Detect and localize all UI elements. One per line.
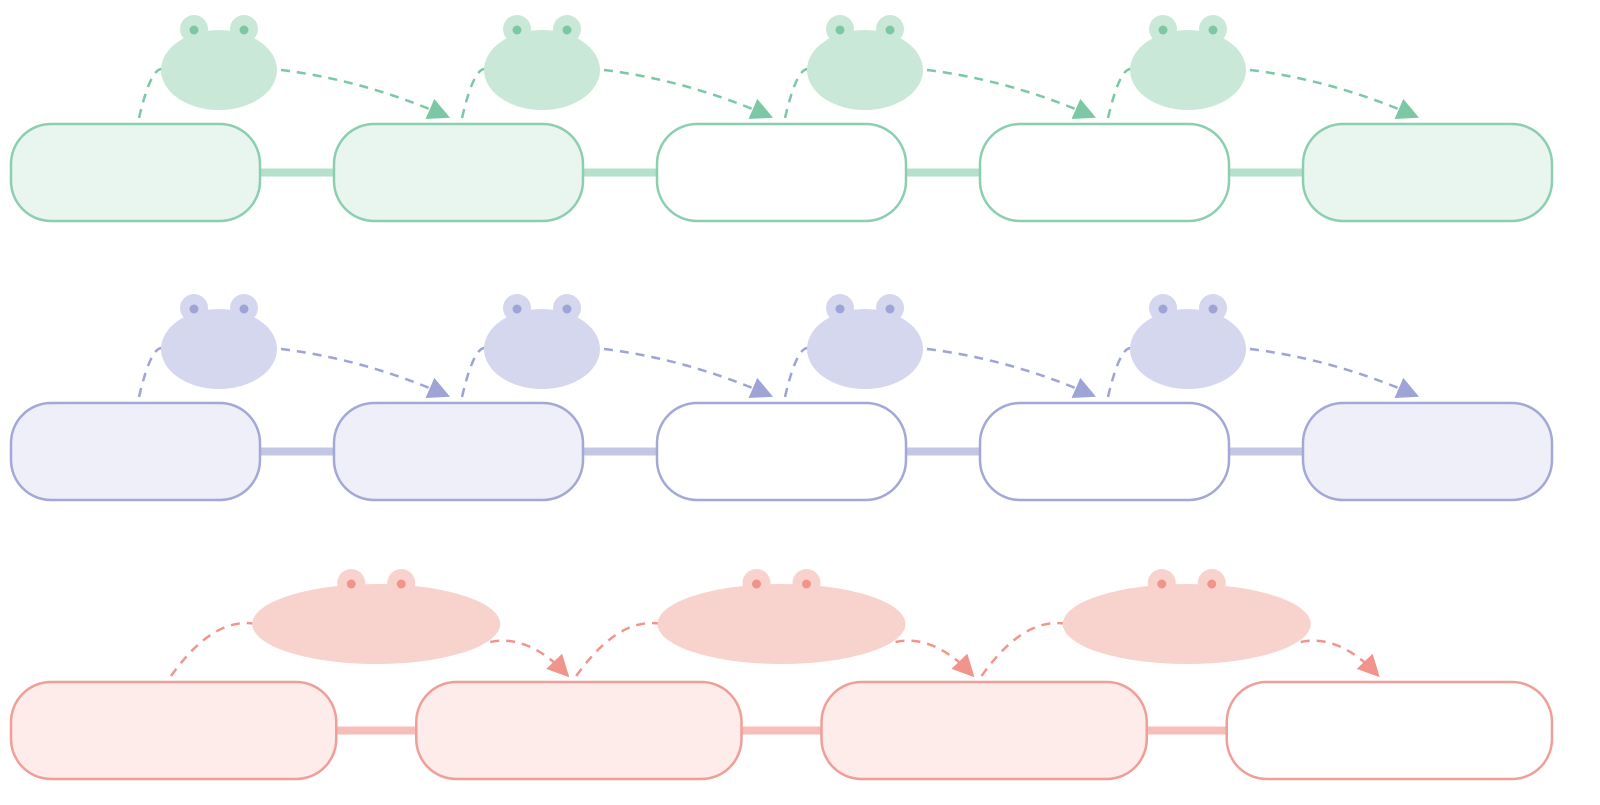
frog-body xyxy=(161,309,277,389)
frog-icon xyxy=(1106,294,1420,399)
frog-body xyxy=(1130,30,1246,110)
lily-pad-box xyxy=(1225,680,1554,781)
jump-path-arrow xyxy=(1249,347,1420,399)
frog-body xyxy=(161,30,277,110)
jump-path-start xyxy=(1106,346,1135,398)
lily-pad-box xyxy=(978,401,1231,502)
lily-pad-box xyxy=(820,680,1148,781)
frog-icon xyxy=(169,569,570,678)
frog-icon xyxy=(575,569,975,678)
lily-pad-box xyxy=(415,680,743,781)
row-green xyxy=(9,15,1554,223)
frog-icon xyxy=(783,294,1097,399)
frog-pupil xyxy=(346,579,356,589)
frog-body xyxy=(807,309,923,389)
jump-path-start xyxy=(460,67,489,119)
jump-path-arrow xyxy=(603,68,774,120)
lily-pad-box xyxy=(1301,401,1554,502)
jump-path-arrow xyxy=(1300,639,1380,678)
jump-path-start xyxy=(980,621,1067,677)
lily-pad-box xyxy=(332,122,585,223)
frog-pupil xyxy=(562,25,572,35)
jump-path-arrow xyxy=(1249,68,1420,120)
frog-pupil xyxy=(189,304,199,314)
frog-pupil xyxy=(512,304,522,314)
jump-path-start xyxy=(169,621,257,677)
row-purple xyxy=(9,294,1554,502)
frog-body xyxy=(252,584,501,664)
frog-icon xyxy=(137,294,451,399)
frog-body xyxy=(657,584,906,664)
frog-pupil xyxy=(802,579,811,589)
diagram-layer xyxy=(9,15,1554,781)
row-pink xyxy=(9,569,1554,781)
jump-path-start xyxy=(137,67,166,119)
frog-pupil xyxy=(239,304,249,314)
frog-icon xyxy=(980,569,1380,678)
frog-body xyxy=(807,30,923,110)
frog-body xyxy=(1130,309,1246,389)
jump-path-start xyxy=(783,67,812,119)
frog-body xyxy=(484,309,600,389)
frog-icon xyxy=(1106,15,1420,120)
frog-icon xyxy=(460,15,774,120)
lily-pad-box xyxy=(655,401,908,502)
frog-pupil xyxy=(1158,25,1168,35)
jump-path-start xyxy=(1106,67,1135,119)
jump-path-start xyxy=(460,346,489,398)
frog-pupil xyxy=(835,304,845,314)
jump-path-arrow xyxy=(280,347,451,399)
lily-pad-box xyxy=(9,122,262,223)
lily-pad-box xyxy=(978,122,1231,223)
frog-pupil xyxy=(1207,579,1217,589)
frog-pupil xyxy=(1208,25,1218,35)
jump-path-arrow xyxy=(280,68,451,120)
frog-pupil xyxy=(1157,579,1167,589)
lily-pad-box xyxy=(9,401,262,502)
frog-body xyxy=(484,30,600,110)
jump-path-start xyxy=(783,346,812,398)
lily-pad-box xyxy=(332,401,585,502)
jump-path-arrow xyxy=(895,639,975,678)
frog-pupil xyxy=(562,304,572,314)
frog-body xyxy=(1062,584,1311,664)
frog-icon xyxy=(783,15,1097,120)
jump-path-arrow xyxy=(489,639,570,678)
frog-icon xyxy=(460,294,774,399)
frog-icon xyxy=(137,15,451,120)
frog-pupil xyxy=(189,25,199,35)
jump-path-arrow xyxy=(603,347,774,399)
frog-pupil xyxy=(885,304,895,314)
frog-pupil xyxy=(885,25,895,35)
frog-pupil xyxy=(1208,304,1218,314)
frog-pupil xyxy=(512,25,522,35)
frog-pupil xyxy=(835,25,845,35)
frog-pupil xyxy=(752,579,761,589)
frog-pupil xyxy=(239,25,249,35)
jump-path-arrow xyxy=(926,68,1097,120)
jump-path-arrow xyxy=(926,347,1097,399)
lily-pad-box xyxy=(9,680,338,781)
jump-path-start xyxy=(137,346,166,398)
lily-pad-box xyxy=(655,122,908,223)
frog-pupil xyxy=(1158,304,1168,314)
jump-path-start xyxy=(575,621,662,677)
lily-pad-box xyxy=(1301,122,1554,223)
frog-pupil xyxy=(396,579,406,589)
